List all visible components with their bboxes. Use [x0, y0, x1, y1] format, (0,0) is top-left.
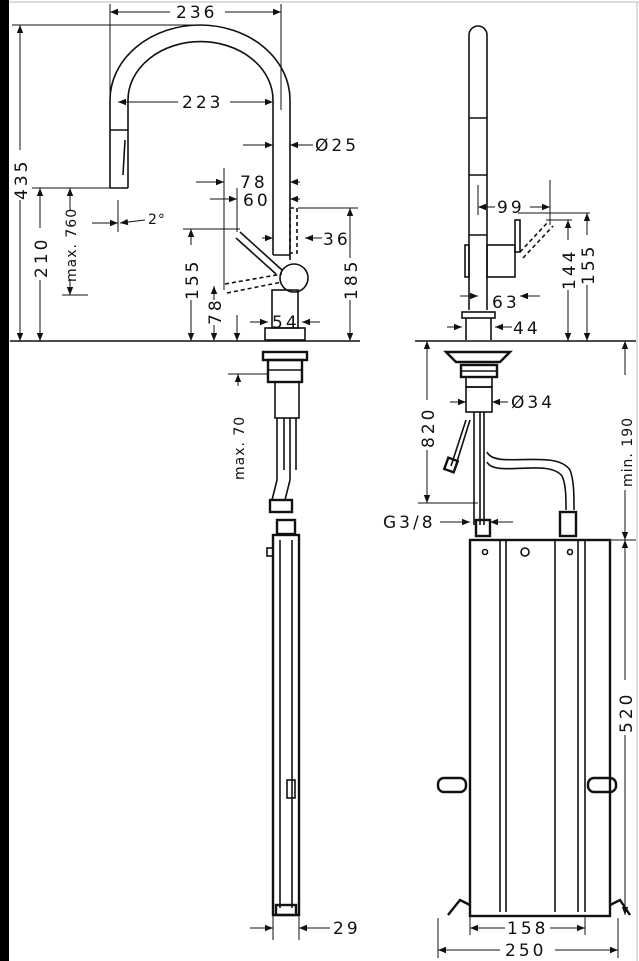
left-edge-bar — [0, 0, 9, 961]
dim-520: 520 — [617, 692, 637, 733]
dim-diameter-25: Ø25 — [315, 136, 359, 156]
side-view-faucet — [436, 25, 631, 918]
dim-99: 99 — [497, 198, 525, 218]
dim-820: 820 — [419, 407, 439, 448]
side-dimensions: 99 144 155 63 44 Ø34 820 G3/8 min. 190 5… — [383, 180, 637, 961]
handle-knob — [279, 263, 309, 293]
dim-g3-8: G3/8 — [383, 513, 436, 533]
dim-236: 236 — [176, 3, 217, 23]
dim-158: 158 — [507, 919, 548, 939]
dim-210: 210 — [32, 237, 52, 278]
dim-155-side: 155 — [579, 244, 599, 285]
dim-223: 223 — [182, 93, 223, 113]
dim-max-70: max. 70 — [232, 416, 248, 480]
dim-diameter-34: Ø34 — [511, 393, 555, 413]
front-dimensions: 236 223 Ø25 78 60 2° 435 210 max. 760 — [12, 3, 362, 940]
dim-44: 44 — [513, 319, 541, 339]
dim-78-top: 78 — [240, 173, 268, 193]
front-view-faucet — [109, 24, 309, 917]
dim-2-degree: 2° — [148, 212, 166, 228]
dim-78-low: 78 — [206, 297, 226, 325]
dim-63: 63 — [492, 293, 520, 313]
dim-min-190: min. 190 — [620, 417, 636, 487]
dim-29: 29 — [333, 919, 361, 939]
dim-54: 54 — [272, 313, 300, 333]
dim-60: 60 — [243, 191, 271, 211]
mounting-bracket-right — [586, 776, 618, 794]
mounting-bracket-left — [436, 776, 468, 794]
dim-250: 250 — [505, 941, 546, 961]
dim-435: 435 — [12, 159, 32, 200]
dim-max-760: max. 760 — [64, 208, 80, 282]
dim-36: 36 — [323, 230, 351, 250]
dim-185: 185 — [342, 259, 362, 300]
dim-144: 144 — [560, 249, 580, 290]
dim-155-front: 155 — [183, 259, 203, 300]
